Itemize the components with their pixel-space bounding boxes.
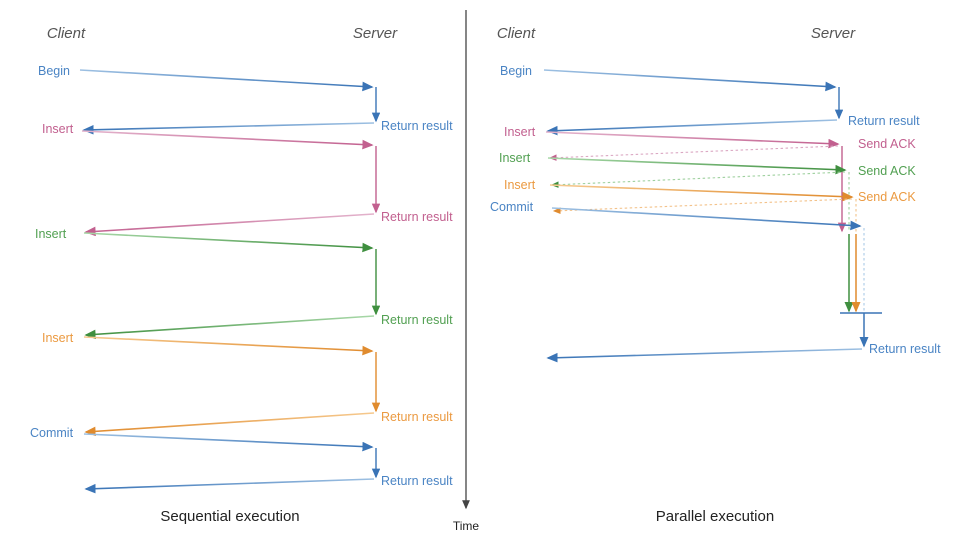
message-label-insert: Insert [35, 227, 67, 241]
message-commit: Commit Return result [30, 426, 453, 494]
server-lane-header: Server [811, 25, 856, 42]
response-label-return-result: Return result [381, 210, 453, 224]
request-arrow [551, 207, 862, 231]
message-label-insert: Insert [42, 331, 74, 345]
message-insert-2: Insert Return result [35, 227, 453, 340]
ack-arrow-dashed [550, 171, 846, 189]
response-label-return-result: Return result [381, 410, 453, 424]
message-begin: Begin Return result [500, 64, 920, 136]
message-insert-3: Insert Return result [42, 331, 453, 437]
message-insert-2: Insert Send ACK [499, 151, 916, 313]
message-insert-3: Insert Send ACK [504, 178, 916, 313]
response-label-send-ack: Send ACK [858, 164, 916, 178]
panel-sequential: Client Server Begin Return result Insert… [30, 25, 453, 525]
message-label-begin: Begin [500, 64, 532, 78]
request-arrow [547, 157, 847, 175]
time-axis-group: Time [453, 10, 480, 533]
message-label-begin: Begin [38, 64, 70, 78]
response-label-return-result: Return result [869, 342, 941, 356]
message-label-insert: Insert [504, 178, 536, 192]
response-arrow [84, 478, 375, 494]
client-lane-header: Client [47, 25, 86, 42]
request-arrow [83, 433, 374, 452]
response-arrow [84, 213, 375, 237]
response-arrow [546, 348, 863, 363]
message-commit: Commit Return result [490, 200, 941, 363]
response-label-return-result: Return result [381, 313, 453, 327]
server-lane-header: Server [353, 25, 398, 42]
response-label-send-ack: Send ACK [858, 190, 916, 204]
message-label-commit: Commit [490, 200, 534, 214]
response-label-send-ack: Send ACK [858, 137, 916, 151]
request-arrow [83, 232, 374, 253]
message-insert-1: Insert Send ACK [504, 125, 916, 233]
request-arrow [543, 69, 837, 92]
time-axis-label: Time [453, 519, 480, 533]
request-arrow [545, 131, 840, 149]
client-lane-header: Client [497, 25, 536, 42]
message-insert-1: Insert Return result [42, 122, 453, 237]
response-arrow [546, 119, 838, 136]
panel-caption-parallel: Parallel execution [656, 508, 774, 525]
request-arrow [83, 336, 374, 356]
request-arrow [79, 69, 374, 92]
response-arrow [84, 315, 375, 340]
ack-arrow-dashed [552, 198, 853, 215]
response-label-return-result: Return result [848, 114, 920, 128]
message-label-commit: Commit [30, 426, 74, 440]
message-label-insert: Insert [499, 151, 531, 165]
ack-arrow-dashed [548, 145, 839, 162]
message-label-insert: Insert [504, 125, 536, 139]
response-label-return-result: Return result [381, 474, 453, 488]
panel-parallel: Client Server Begin Return result Insert… [490, 25, 941, 525]
message-label-insert: Insert [42, 122, 74, 136]
message-begin: Begin Return result [38, 64, 453, 135]
response-arrow [84, 412, 375, 437]
request-arrow [81, 130, 374, 150]
response-arrow [82, 122, 375, 135]
panel-caption-sequential: Sequential execution [160, 508, 299, 525]
request-arrow [549, 184, 854, 202]
response-label-return-result: Return result [381, 119, 453, 133]
